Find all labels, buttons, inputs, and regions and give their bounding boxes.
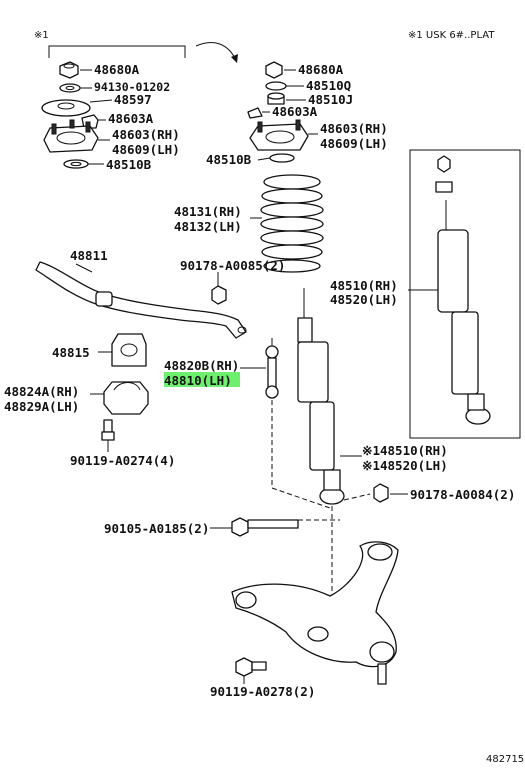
coil-spring[interactable] bbox=[260, 174, 324, 273]
header-mark: ※1 bbox=[34, 30, 49, 41]
bolt-90119-a0274[interactable] bbox=[101, 419, 115, 441]
label-48609-left: 48609(LH) bbox=[112, 142, 180, 157]
lower-control-arm[interactable] bbox=[231, 541, 399, 685]
label-48603a-left: 48603A bbox=[108, 111, 154, 126]
label-48810[interactable]: 48810(LH) bbox=[164, 373, 232, 388]
label-90105-a0185: 90105-A0185(2) bbox=[104, 521, 209, 536]
plate-48597[interactable] bbox=[41, 99, 91, 117]
nut-48680a-left[interactable] bbox=[59, 61, 79, 79]
label-48603a-right: 48603A bbox=[272, 104, 318, 119]
label-48603-right: 48603(RH) bbox=[320, 121, 388, 136]
washer-94130[interactable] bbox=[59, 83, 81, 93]
label-48520-lh2: ※148520(LH) bbox=[362, 458, 448, 473]
group-bracket bbox=[48, 45, 186, 58]
nut-90178-a0084[interactable] bbox=[373, 483, 389, 503]
label-48510j: 48510J bbox=[308, 92, 353, 107]
align-line-c bbox=[343, 493, 371, 501]
label-48131: 48131(RH) bbox=[174, 204, 242, 219]
label-48520-lh: 48520(LH) bbox=[330, 292, 398, 307]
stabilizer-link[interactable] bbox=[265, 338, 279, 399]
label-90178-a0085: 90178-A0085(2) bbox=[180, 258, 285, 273]
label-48510b-left: 48510B bbox=[106, 157, 152, 172]
bumper-48603a-right[interactable] bbox=[247, 107, 263, 119]
support-48603-right[interactable] bbox=[249, 119, 309, 151]
label-48820b: 48820B(RH) bbox=[164, 358, 239, 373]
label-48824a: 48824A(RH) bbox=[4, 384, 79, 399]
label-48811: 48811 bbox=[70, 248, 108, 263]
align-line-a bbox=[271, 487, 331, 509]
label-48815: 48815 bbox=[52, 345, 90, 360]
label-48510b-right: 48510B bbox=[206, 152, 252, 167]
bolt-90119-a0278[interactable] bbox=[235, 657, 267, 677]
label-48510q: 48510Q bbox=[306, 78, 351, 93]
curved-arrow-head bbox=[231, 54, 238, 63]
inset-strut[interactable] bbox=[435, 155, 491, 425]
label-94130: 94130-01202 bbox=[94, 80, 170, 94]
label-48132: 48132(LH) bbox=[174, 219, 242, 234]
bolt-90105-a0185[interactable] bbox=[231, 517, 299, 537]
support-48603-left[interactable] bbox=[43, 119, 99, 153]
seat-48510b-right[interactable] bbox=[269, 153, 295, 163]
highlight-48810 bbox=[164, 372, 240, 387]
figure-id: 482715 bbox=[486, 754, 524, 765]
bracket-48824a[interactable] bbox=[103, 381, 149, 415]
curved-arrow bbox=[195, 42, 237, 61]
label-90178-a0084: 90178-A0084(2) bbox=[410, 487, 515, 502]
label-48829a: 48829A(LH) bbox=[4, 399, 79, 414]
seat-48510b-left[interactable] bbox=[63, 159, 89, 169]
nut-48680a-right[interactable] bbox=[265, 61, 283, 79]
label-48680a-left: 48680A bbox=[94, 62, 140, 77]
label-48609-right: 48609(LH) bbox=[320, 136, 388, 151]
inset-box bbox=[409, 149, 521, 439]
label-90119-a0278: 90119-A0278(2) bbox=[210, 684, 315, 699]
label-48603-left: 48603(RH) bbox=[112, 127, 180, 142]
label-48510-rh: 48510(RH) bbox=[330, 278, 398, 293]
shock-absorber[interactable] bbox=[297, 288, 345, 505]
header-note: ※1 USK 6#..PLAT bbox=[408, 30, 495, 41]
washer-48510q[interactable] bbox=[265, 81, 287, 91]
bushing-48815[interactable] bbox=[111, 333, 147, 367]
label-90119-a0274: 90119-A0274(4) bbox=[70, 453, 175, 468]
label-48597: 48597 bbox=[114, 92, 152, 107]
nut-90178-a0085[interactable] bbox=[211, 285, 227, 305]
spacer-48510j[interactable] bbox=[267, 92, 285, 105]
stabilizer-bar[interactable] bbox=[35, 261, 247, 339]
label-48510-rh2: ※148510(RH) bbox=[362, 443, 448, 458]
label-48680a-right: 48680A bbox=[298, 62, 344, 77]
